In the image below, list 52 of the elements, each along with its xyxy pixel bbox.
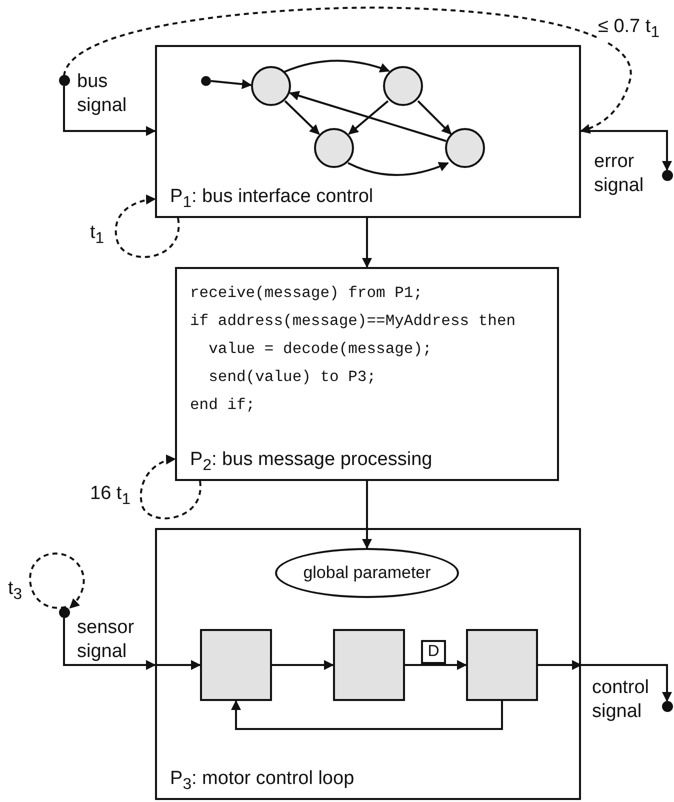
arrow	[231, 700, 503, 730]
delay-element: D	[421, 640, 446, 664]
arrow	[581, 664, 672, 702]
signal-label: control signal	[592, 676, 650, 724]
code-line: value = decode(message);	[208, 339, 432, 360]
state-circle	[314, 128, 354, 168]
terminal-dot	[662, 701, 673, 712]
state-circle	[251, 66, 291, 106]
arrow	[63, 618, 156, 670]
block-box	[333, 629, 405, 701]
code-line: end if;	[190, 395, 256, 416]
terminal-dot	[662, 170, 673, 181]
block-box	[466, 629, 538, 701]
arrow	[210, 79, 252, 90]
state-circle	[445, 128, 485, 168]
arrow	[405, 660, 467, 670]
dashed-arrow	[114, 194, 180, 258]
code-line: if address(message)==MyAddress then	[190, 311, 516, 332]
arrow	[417, 100, 452, 135]
terminal-dot	[59, 75, 70, 86]
terminal-dot	[59, 607, 70, 618]
arrow	[284, 60, 390, 73]
signal-label: error signal	[594, 150, 645, 198]
process-box	[175, 267, 559, 481]
process-box	[155, 45, 581, 218]
arrow	[272, 660, 334, 670]
arrow	[155, 660, 201, 670]
dashed-arrow	[140, 455, 202, 520]
process-box	[155, 528, 581, 800]
signal-label: sensor signal	[77, 616, 136, 664]
process-title: P$_{1}$: bus interface control	[170, 186, 374, 212]
arrow	[362, 481, 372, 549]
parameter-ellipse: global parameter	[275, 548, 459, 598]
arrow	[581, 130, 672, 171]
state-circle	[383, 66, 423, 106]
arrow	[362, 218, 372, 268]
dashed-arrow	[63, 6, 632, 134]
code-line: receive(message) from P1;	[190, 283, 423, 304]
arrow	[289, 90, 446, 142]
code-line: send(value) to P3;	[208, 367, 376, 388]
process-title: P$_{2}$: bus message processing	[190, 449, 434, 475]
arrow	[63, 86, 156, 136]
edge-label: ≤ 0.7 t$_{1}$	[598, 16, 660, 42]
process-title: P$_{3}$: motor control loop	[170, 768, 356, 794]
arrow	[538, 660, 582, 670]
arrow	[348, 100, 389, 135]
arrow	[284, 100, 320, 135]
start-dot	[201, 76, 211, 86]
signal-label: bus signal	[77, 70, 128, 118]
block-box	[200, 629, 272, 701]
arrow	[348, 162, 449, 176]
dashed-arrow	[29, 552, 85, 609]
